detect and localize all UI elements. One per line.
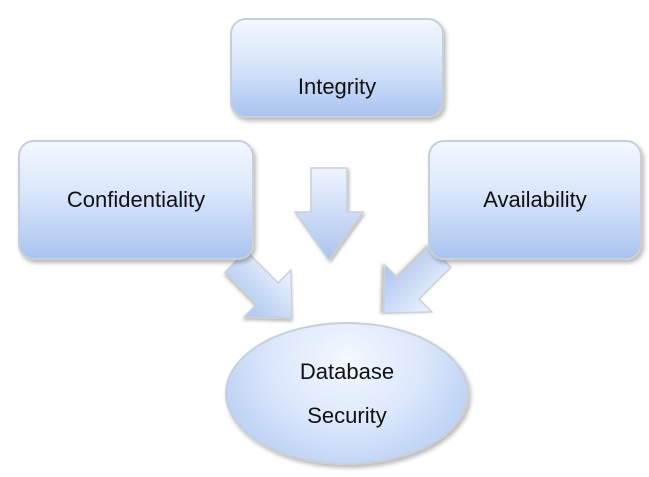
availability-label: Availability [483, 187, 587, 212]
database-security-label-line2: Security [307, 402, 387, 428]
arrow-integrity-to-database [293, 167, 365, 262]
integrity-label: Integrity [297, 74, 377, 99]
database-security-ellipse: Database Security [225, 322, 469, 465]
availability-box: Availability [428, 140, 642, 260]
confidentiality-box: Confidentiality [18, 140, 254, 260]
database-security-label-line1: Database [299, 358, 395, 384]
integrity-box: Integrity [230, 18, 444, 118]
confidentiality-label: Confidentiality [66, 187, 206, 212]
